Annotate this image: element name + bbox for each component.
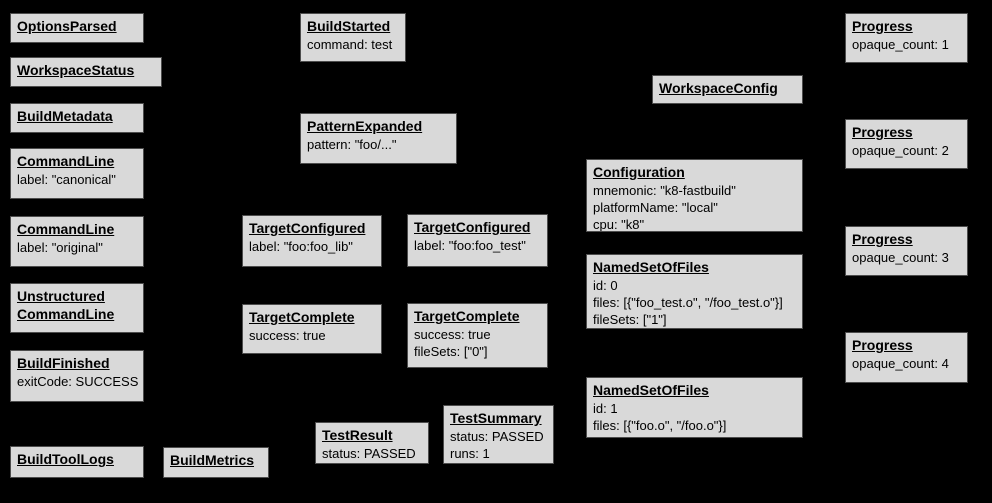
event-node-progress-1: Progress opaque_count: 1 — [845, 13, 968, 63]
node-field: platformName: "local" — [593, 200, 718, 215]
event-node-named-set-of-files-0: NamedSetOfFiles id: 0 files: [{"foo_test.o… — [586, 254, 803, 329]
node-field: cpu: "k8" — [593, 217, 645, 232]
event-node-options-parsed: OptionsParsed — [10, 13, 144, 43]
node-title: Progress — [852, 231, 913, 247]
node-field: opaque_count: 4 — [852, 356, 949, 371]
event-node-command-line-canonical: CommandLine label: "canonical" — [10, 148, 144, 199]
event-node-progress-2: Progress opaque_count: 2 — [845, 119, 968, 169]
node-title: CommandLine — [17, 153, 115, 169]
node-field: fileSets: ["0"] — [414, 344, 488, 359]
node-title: TargetComplete — [249, 309, 355, 325]
node-field: fileSets: ["1"] — [593, 312, 667, 327]
event-node-configuration: Configuration mnemonic: "k8-fastbuild" pla… — [586, 159, 803, 232]
node-field: files: [{"foo_test.o", "/foo_test.o"}] — [593, 295, 783, 310]
node-field: command: test — [307, 37, 393, 52]
node-field: label: "original" — [17, 240, 103, 255]
event-node-target-configured-foo-lib: TargetConfigured label: "foo:foo_lib" — [242, 215, 382, 267]
node-title: BuildToolLogs — [17, 451, 114, 467]
node-title: TargetConfigured — [414, 219, 531, 235]
node-field: label: "foo:foo_lib" — [249, 239, 353, 254]
node-field: runs: 1 — [450, 446, 490, 461]
node-field: success: true — [249, 328, 326, 343]
node-field: opaque_count: 2 — [852, 143, 949, 158]
event-node-build-finished: BuildFinished exitCode: SUCCESS — [10, 350, 144, 402]
node-title: Configuration — [593, 164, 685, 180]
event-node-unstructured-command-line: Unstructured CommandLine — [10, 283, 144, 333]
node-title: Progress — [852, 124, 913, 140]
node-title: BuildMetadata — [17, 108, 113, 124]
node-field: files: [{"foo.o", "/foo.o"}] — [593, 418, 727, 433]
event-node-command-line-original: CommandLine label: "original" — [10, 216, 144, 267]
event-node-build-metrics: BuildMetrics — [163, 447, 269, 478]
node-title: PatternExpanded — [307, 118, 423, 134]
event-node-test-result: TestResult status: PASSED — [315, 422, 429, 464]
node-title: BuildMetrics — [170, 452, 255, 468]
event-node-build-metadata: BuildMetadata — [10, 103, 144, 133]
node-title: TargetComplete — [414, 308, 520, 324]
node-field: opaque_count: 3 — [852, 250, 949, 265]
event-node-test-summary: TestSummary status: PASSED runs: 1 — [443, 405, 554, 464]
node-field: id: 0 — [593, 278, 618, 293]
node-field: id: 1 — [593, 401, 618, 416]
event-node-target-complete-foo-test: TargetComplete success: true fileSets: ["0… — [407, 303, 548, 368]
node-title: NamedSetOfFiles — [593, 382, 709, 398]
node-field: success: true — [414, 327, 491, 342]
event-node-build-tool-logs: BuildToolLogs — [10, 446, 144, 478]
node-field: label: "canonical" — [17, 172, 116, 187]
node-field: mnemonic: "k8-fastbuild" — [593, 183, 736, 198]
node-title: Progress — [852, 337, 913, 353]
event-node-build-started: BuildStarted command: test — [300, 13, 406, 62]
node-title: Progress — [852, 18, 913, 34]
node-title: WorkspaceStatus — [17, 62, 135, 78]
node-field: opaque_count: 1 — [852, 37, 949, 52]
node-title: CommandLine — [17, 221, 115, 237]
node-title: TargetConfigured — [249, 220, 366, 236]
node-title: NamedSetOfFiles — [593, 259, 709, 275]
event-node-progress-3: Progress opaque_count: 3 — [845, 226, 968, 276]
node-field: pattern: "foo/..." — [307, 137, 397, 152]
node-field: label: "foo:foo_test" — [414, 238, 526, 253]
node-title: OptionsParsed — [17, 18, 117, 34]
node-field: status: PASSED — [450, 429, 544, 444]
node-title: WorkspaceConfig — [659, 80, 778, 96]
node-title: BuildFinished — [17, 355, 110, 371]
node-title: BuildStarted — [307, 18, 391, 34]
event-node-pattern-expanded: PatternExpanded pattern: "foo/..." — [300, 113, 457, 164]
node-title: TestResult — [322, 427, 393, 443]
node-field: exitCode: SUCCESS — [17, 374, 139, 389]
node-field: status: PASSED — [322, 446, 416, 461]
event-node-target-configured-foo-test: TargetConfigured label: "foo:foo_test" — [407, 214, 548, 267]
node-title: TestSummary — [450, 410, 542, 426]
event-node-target-complete-foo-lib: TargetComplete success: true — [242, 304, 382, 354]
event-node-workspace-config: WorkspaceConfig — [652, 75, 803, 104]
node-title: Unstructured CommandLine — [17, 288, 115, 322]
event-node-progress-4: Progress opaque_count: 4 — [845, 332, 968, 383]
event-node-workspace-status: WorkspaceStatus — [10, 57, 162, 87]
event-node-named-set-of-files-1: NamedSetOfFiles id: 1 files: [{"foo.o", "/… — [586, 377, 803, 438]
